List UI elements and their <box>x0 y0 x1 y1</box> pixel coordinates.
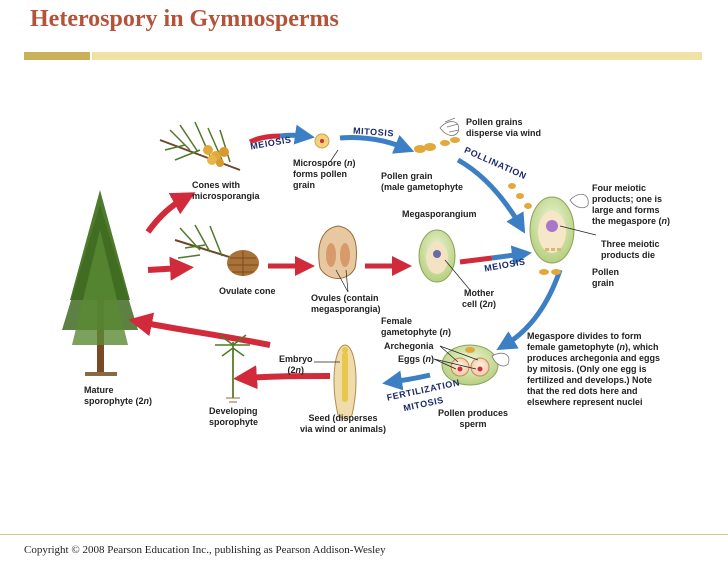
staminate-cone-branch <box>159 121 241 171</box>
label-archegonia: Archegonia <box>384 341 434 351</box>
label-developing-sporophyte: Developing sporophyte <box>209 406 259 427</box>
label-pollen-disperse: Pollen grains disperse via wind <box>466 117 542 138</box>
label-mature-sporophyte: Mature sporophyte (2n) <box>84 385 153 406</box>
footer-divider <box>0 534 728 535</box>
label-megasporangium: Megasporangium <box>402 209 477 219</box>
copyright-notice: Copyright © 2008 Pearson Education Inc.,… <box>24 544 386 556</box>
mature-tree-illustration <box>62 190 138 376</box>
page-title: Heterospory in Gymnosperms <box>30 6 339 32</box>
ovulate-cone-branch <box>174 224 259 276</box>
title-accent-bar <box>24 52 90 60</box>
title-underline-bar <box>92 52 702 60</box>
label-pollen-produces-sperm: Pollen produces sperm <box>438 408 509 429</box>
label-microspore: Microspore (n) forms pollen grain <box>293 158 356 190</box>
megasporangium-ovule <box>418 229 456 283</box>
label-cones-microsporangia: Cones with microsporangia <box>192 180 260 201</box>
label-pollen-grain-male: Pollen grain (male gametophyte <box>381 171 464 192</box>
label-mother-cell: Mother cell (2n) <box>462 288 497 309</box>
label-embryo: Embryo (2n) <box>279 354 313 375</box>
label-four-meiotic-products: Four meiotic products; one is large and … <box>592 183 671 226</box>
label-megaspore-divides: Megaspore divides to form female gametop… <box>527 331 661 407</box>
label-eggs: Eggs (n) <box>398 354 435 364</box>
label-ovulate-cone: Ovulate cone <box>219 286 276 296</box>
label-three-meiotic-products: Three meiotic products die <box>601 239 660 260</box>
developing-sporophyte <box>215 334 250 403</box>
ovule-scale <box>318 225 357 279</box>
megaspore-ovule <box>508 183 589 275</box>
label-female-gametophyte: Female gametophyte (n) <box>381 316 452 337</box>
label-seed: Seed (disperses via wind or animals) <box>300 413 387 434</box>
pollen-grains <box>414 117 460 153</box>
seed-illustration <box>333 344 357 420</box>
female-gametophyte <box>441 344 510 386</box>
label-ovules: Ovules (contain megasporangia) <box>311 293 381 314</box>
label-pollen-grain-right: Pollen grain <box>592 267 620 288</box>
